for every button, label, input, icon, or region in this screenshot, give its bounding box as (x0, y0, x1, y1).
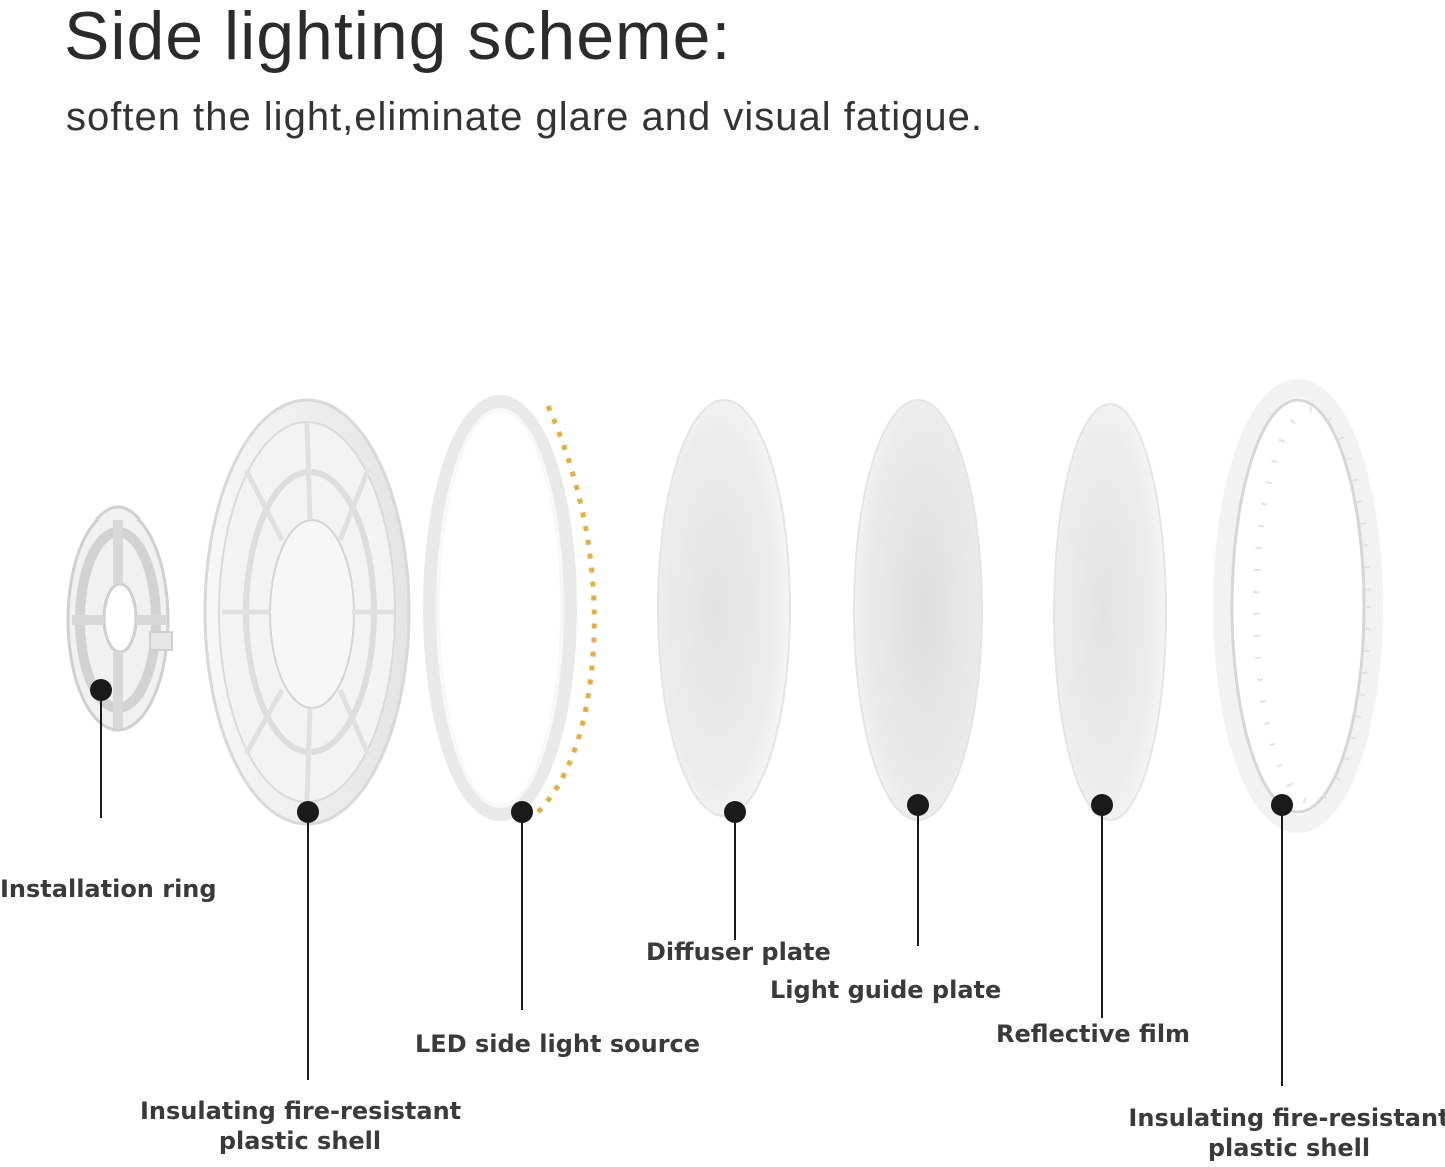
insulating-shell-back-part (203, 398, 411, 826)
label-installation-ring: Installation ring (0, 875, 217, 903)
reflective-film-part (1053, 403, 1167, 821)
led-side-light-source-part (423, 395, 597, 821)
page-subtitle: soften the light,eliminate glare and vis… (66, 95, 983, 139)
callout-insulating-shell-front (1271, 794, 1293, 1086)
light-guide-plate-part (853, 399, 983, 821)
diffuser-plate-part (657, 399, 791, 817)
installation-ring-part (66, 505, 173, 732)
label-line: plastic shell (218, 1127, 382, 1155)
label-line: Insulating fire-resistant (1128, 1104, 1445, 1132)
callout-led-side-light-source (511, 801, 533, 1010)
insulating-shell-front-part (1213, 379, 1383, 833)
callout-diffuser-plate (724, 801, 746, 940)
page-title: Side lighting scheme: (64, 0, 732, 74)
label-light-guide-plate: Light guide plate (770, 976, 1002, 1004)
label-line: plastic shell (1207, 1134, 1371, 1162)
callout-insulating-shell-back (297, 801, 319, 1080)
label-insulating-shell-front: Insulating fire-resistant plastic shell (1128, 1103, 1445, 1163)
label-led-side-light-source: LED side light source (415, 1030, 701, 1058)
label-reflective-film: Reflective film (996, 1020, 1191, 1048)
label-insulating-shell-back: Insulating fire-resistant plastic shell (140, 1096, 462, 1156)
callout-reflective-film (1091, 794, 1113, 1018)
label-diffuser-plate: Diffuser plate (646, 938, 831, 966)
callout-light-guide-plate (907, 794, 929, 946)
label-line: Insulating fire-resistant (140, 1097, 462, 1125)
callout-installation-ring (90, 679, 112, 818)
